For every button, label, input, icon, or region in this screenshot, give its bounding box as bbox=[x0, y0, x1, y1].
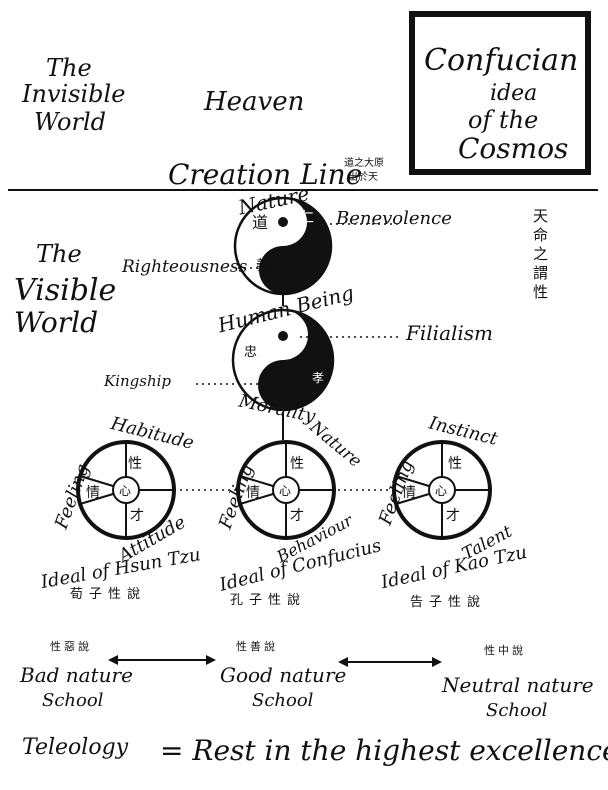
wheel-char-left: 情 bbox=[86, 485, 100, 501]
wheel-ideal: Ideal of Kao Tzu bbox=[378, 542, 529, 594]
wheel-char-top: 性 bbox=[448, 456, 462, 472]
school-line-1: Bad nature bbox=[19, 663, 133, 687]
nature-yinyang: 仁 道 義 Nature bbox=[233, 181, 333, 296]
human-yinyang: 忠 人 孝 Human Being Morality bbox=[214, 280, 356, 427]
school-line-2: School bbox=[252, 690, 314, 711]
wheel-char-top: 性 bbox=[128, 456, 142, 472]
wheel-char-center: 心 bbox=[279, 484, 291, 498]
school-good-nature: 性善說 Good nature School bbox=[220, 639, 346, 711]
visible-world-line-1: The bbox=[36, 240, 82, 268]
wheel-kao-tzu: 性 情 心 才 Instinct Feeling Talent Ideal of… bbox=[375, 412, 529, 610]
wheel-ideal-cjk: 荀子性說 bbox=[70, 586, 146, 602]
title-box-frame bbox=[409, 11, 591, 175]
arrow-bad-good bbox=[108, 655, 216, 665]
teleology-label: Teleology bbox=[22, 735, 129, 760]
wheel-char-left: 情 bbox=[402, 485, 416, 501]
arrow-head-right bbox=[432, 657, 442, 667]
school-neutral-nature: 性中說 Neutral nature School bbox=[441, 643, 594, 721]
kingship-term: Kingship bbox=[103, 372, 171, 390]
spoke bbox=[239, 475, 274, 487]
righteousness-term: Righteousness bbox=[121, 257, 248, 277]
visible-world-label: The Visible World bbox=[14, 240, 116, 339]
human-char-center: 人 bbox=[274, 361, 287, 376]
human-yin-half bbox=[258, 310, 333, 410]
visible-world-line-3: World bbox=[14, 306, 98, 339]
invisible-world-line-1: The bbox=[46, 54, 92, 82]
human-char-left: 忠 bbox=[244, 345, 257, 360]
invisible-world-label: The Invisible World bbox=[21, 54, 125, 136]
spoke bbox=[395, 475, 430, 487]
benevolence-term: Benevolence bbox=[335, 208, 452, 229]
school-cjk: 性惡說 bbox=[50, 639, 92, 653]
creation-line-label: Creation Line bbox=[168, 158, 362, 191]
nature-yin-half bbox=[259, 198, 331, 294]
wheel-ideal-cjk: 告子性說 bbox=[410, 594, 486, 610]
title-line-2: idea bbox=[490, 81, 537, 106]
wheel-char-bottom: 才 bbox=[130, 508, 144, 524]
spoke bbox=[79, 493, 114, 505]
wheel-hsun-tzu: 性 情 心 才 Habitude Feeling Attitude Ideal … bbox=[38, 413, 202, 602]
wheel-char-top: 性 bbox=[290, 456, 304, 472]
wheel-char-bottom: 才 bbox=[290, 508, 304, 524]
cjk-vertical-note: 天命之謂性 bbox=[531, 208, 549, 303]
spoke bbox=[239, 493, 274, 505]
wheel-char-center: 心 bbox=[435, 484, 447, 498]
arrow-head-right bbox=[206, 655, 216, 665]
creation-cjk-2: 出於天 bbox=[348, 170, 378, 183]
heaven-label: Heaven bbox=[203, 87, 304, 117]
creation-cjk-1: 道之大原 bbox=[344, 156, 384, 169]
school-line-1: Good nature bbox=[220, 663, 346, 687]
title-line-1: Confucian bbox=[424, 43, 578, 78]
teleology-text: = Rest in the highest excellence. bbox=[160, 734, 608, 767]
wheel-ideal-cjk: 孔子性說 bbox=[230, 592, 306, 608]
spoke bbox=[79, 475, 114, 487]
nature-char-top-left: 道 bbox=[252, 213, 268, 232]
arrow-good-neutral bbox=[338, 657, 442, 667]
title-line-4: Cosmos bbox=[458, 132, 568, 165]
school-cjk: 性中說 bbox=[484, 643, 526, 657]
title-box: Confucian idea of the Cosmos bbox=[409, 11, 591, 175]
wheel-char-left: 情 bbox=[246, 485, 260, 501]
wheel-confucius: 性 情 心 才 Nature Feeling Behaviour Ideal o… bbox=[215, 417, 384, 608]
school-line-1: Neutral nature bbox=[441, 673, 594, 697]
spoke bbox=[395, 493, 430, 505]
human-char-right: 孝 bbox=[312, 371, 324, 385]
arrow-head-left bbox=[108, 655, 118, 665]
invisible-world-line-2: Invisible bbox=[21, 80, 125, 108]
nature-char-bottom: 義 bbox=[256, 257, 270, 274]
human-dot-top bbox=[278, 331, 288, 341]
wheel-char-center: 心 bbox=[119, 484, 131, 498]
nature-char-top: 仁 bbox=[300, 210, 314, 226]
school-cjk: 性善說 bbox=[236, 639, 278, 653]
school-line-2: School bbox=[42, 690, 104, 711]
school-line-2: School bbox=[486, 700, 548, 721]
wheel-char-bottom: 才 bbox=[446, 508, 460, 524]
invisible-world-line-3: World bbox=[34, 108, 106, 136]
school-bad-nature: 性惡說 Bad nature School bbox=[19, 639, 133, 711]
filialism-term: Filialism bbox=[405, 321, 493, 345]
arrow-head-left bbox=[338, 657, 348, 667]
title-line-3: of the bbox=[468, 106, 538, 134]
nature-dot-bottom bbox=[278, 265, 288, 275]
visible-world-line-2: Visible bbox=[14, 273, 116, 308]
human-dot-bottom bbox=[278, 379, 288, 389]
nature-dot-top bbox=[278, 217, 288, 227]
